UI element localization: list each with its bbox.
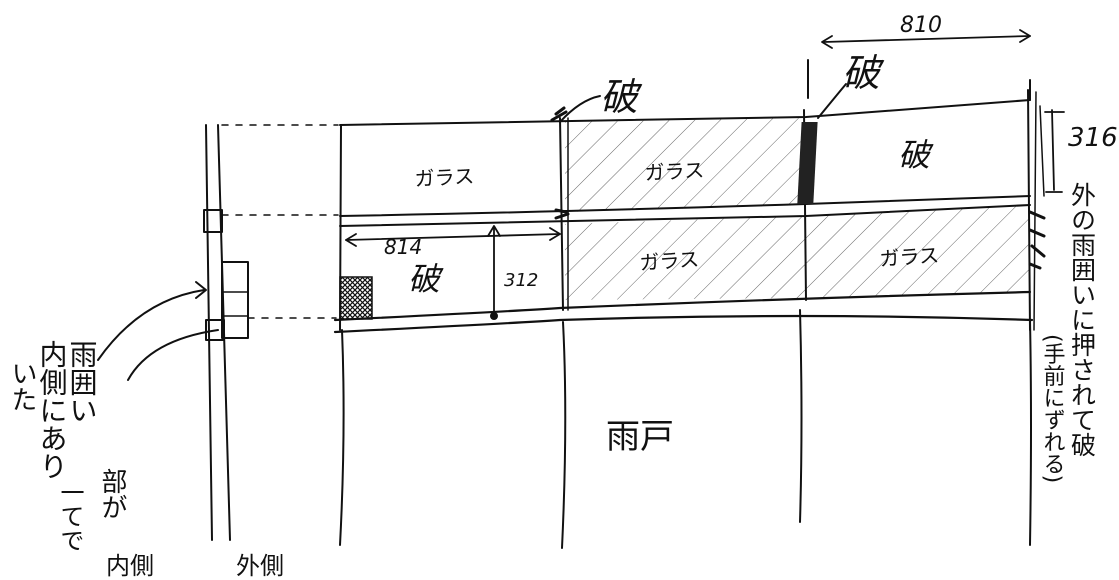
dim-316-bracket (1039, 105, 1045, 197)
sash-middle-rail-bottom (339, 204, 1031, 227)
amado-line-3 (799, 309, 803, 523)
note-left-col2: 内側にあり (36, 340, 69, 480)
dim-label-810: 810 (900, 13, 942, 38)
dim-814-arrow-right (549, 227, 561, 241)
stile-right (1027, 89, 1031, 331)
note-right-col2: (手前にずれる) (1040, 334, 1065, 483)
label-glass-upper-left: ガラス (414, 164, 475, 191)
note-arrow-1 (97, 289, 205, 361)
dim-810-arrow-left (821, 35, 833, 49)
amado-line-4 (1029, 319, 1032, 546)
hatched-glass-lower-right (806, 205, 1030, 298)
label-ha-top-right: 破 (842, 51, 885, 95)
label-amado: 雨戸 (606, 417, 674, 457)
label-ha-upper-right: 破 (898, 136, 934, 174)
hatched-glass-lower-middle (565, 216, 806, 300)
dim-810-arrow-right (1019, 29, 1031, 43)
leader-ha-top-right (817, 83, 847, 119)
note-left-col1: いた (7, 360, 37, 412)
note-arrow-2 (127, 329, 219, 381)
sash-bottom-rail-top (333, 290, 1032, 322)
section-block-2 (221, 261, 249, 339)
broken-mark-middle-right (797, 122, 818, 204)
note-right-col1: 外の雨囲いに押されて破 (1068, 182, 1097, 457)
dim-312-dot (490, 312, 498, 320)
dim-label-316: 316 (1068, 123, 1118, 153)
dim-814-line (345, 233, 561, 241)
amado-line-1 (339, 329, 345, 546)
sash-bottom-rail-bottom (333, 314, 1034, 334)
sash-middle-rail-top (339, 195, 1031, 217)
broken-mark-stile-left (550, 106, 570, 220)
section-block-3 (205, 319, 225, 341)
amado-line-2 (561, 321, 567, 549)
stile-middle-left (559, 117, 564, 311)
note-left-col5: 一てで (56, 480, 84, 552)
label-ha-top-left: 破 (600, 75, 643, 119)
label-ha-lower-left: 破 (408, 260, 444, 298)
note-left-col3: 雨囲い (66, 340, 99, 424)
broken-mark-right-edge (1028, 210, 1046, 270)
leader-ha-top-left (559, 95, 601, 123)
sash-top-rail (339, 99, 1031, 126)
hatched-glass-upper-middle (565, 118, 806, 212)
label-inside: 内側 (106, 552, 154, 580)
dim-312-arrow-top (487, 225, 501, 237)
dim-810-line (823, 35, 1031, 43)
section-block-1 (203, 209, 223, 233)
dim-814-arrow-left (345, 233, 357, 247)
dim-label-312: 312 (504, 270, 538, 291)
broken-mark-lower-left (339, 276, 373, 320)
dim-316-line (1051, 109, 1055, 191)
label-glass-upper-middle: ガラス (644, 158, 705, 185)
label-outside: 外側 (236, 552, 284, 580)
note-left-col4: 部が (97, 468, 127, 520)
label-glass-lower-right: ガラス (879, 243, 940, 271)
note-arrow-1-head (195, 281, 207, 299)
label-glass-lower-middle: ガラス (639, 247, 700, 275)
stile-right-b (1033, 91, 1037, 331)
dim-label-814: 814 (384, 235, 422, 259)
